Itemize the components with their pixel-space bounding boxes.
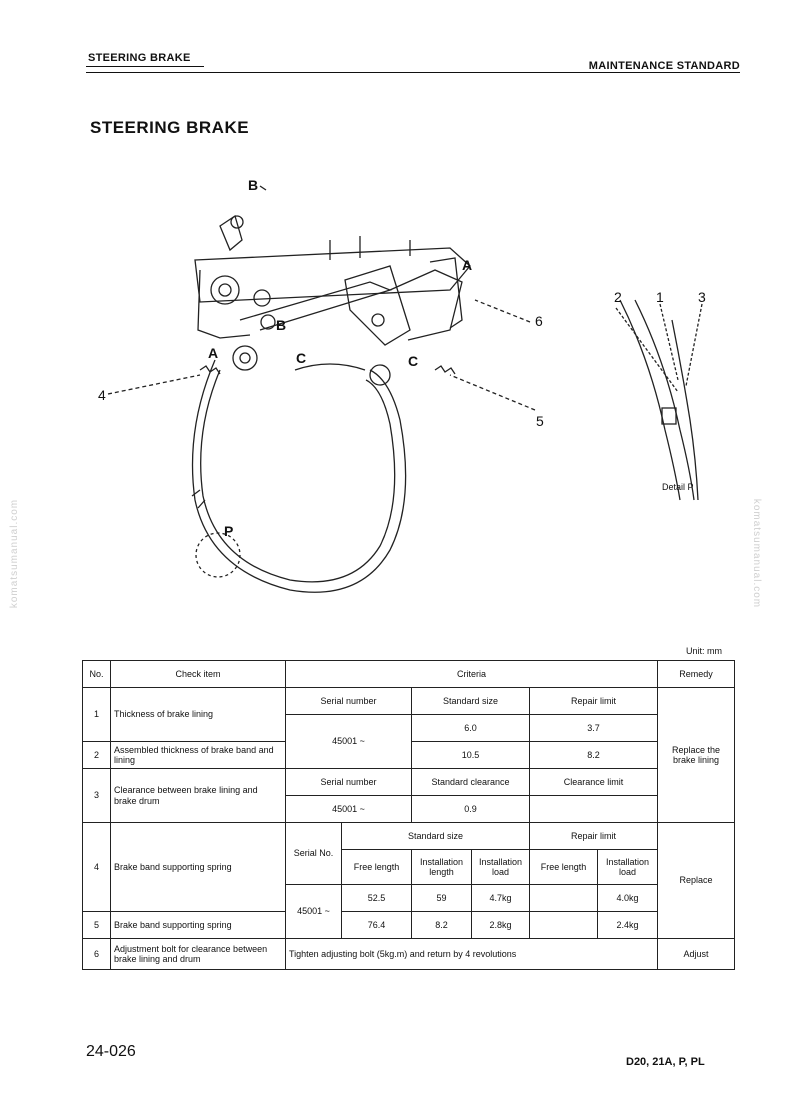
label-6: 6 [535,313,543,329]
pulley-left [210,275,240,305]
label-c-left: C [296,350,306,366]
table-row: 6 Adjustment bolt for clearance between … [82,938,736,970]
bolts [329,236,411,260]
detail-band-inner [634,299,695,501]
label-detail-p: Detail P [662,482,694,492]
detail-p-marker [191,489,206,509]
detail-lining [671,319,699,501]
table-row: 45001 ~ 52.5 59 4.7kg 4.0kg [83,884,735,939]
header-rule [86,72,740,73]
link-rod [239,281,392,331]
header-criteria: Criteria [284,660,659,688]
watermark-left: komatsumanual.com [9,498,21,609]
lever-pin [230,215,244,229]
header-underline [86,66,204,67]
label-a-left: A [208,345,218,361]
band-top-gap-left [294,363,366,371]
unit-label: Unit: mm [686,646,722,656]
header-no: No. [82,660,111,688]
spring-5 [434,365,456,375]
model-list: D20, 21A, P, PL [626,1056,705,1068]
cam-plate [344,265,411,346]
watermark-right: komatsumanual.com [751,498,763,609]
label-4: 4 [98,387,106,403]
leader-6 [474,299,531,323]
label-b-top: B [248,177,258,193]
label-c-right: C [408,353,418,369]
label-detail-1: 1 [656,289,664,305]
brake-band-inner [200,369,396,583]
leader-5 [449,374,536,411]
pulley-mid [253,289,271,307]
header-section-title: STEERING BRAKE [88,52,191,64]
leader-4 [107,374,201,395]
remedy-replace-lining: Replace the brake lining [657,687,736,823]
label-detail-3: 3 [698,289,706,305]
remedy-adjust: Adjust [657,938,736,970]
leader-b [259,185,267,191]
brake-band-outer [191,359,407,593]
label-5: 5 [536,413,544,429]
detail-leaders [615,303,703,393]
table-row: 1 Thickness of brake lining Serial numbe… [82,687,736,823]
upper-bracket [194,247,471,303]
detail-rivet [661,407,677,425]
table-row: 3 Clearance between brake lining and bra… [82,768,735,823]
label-b-mid: B [276,317,286,333]
spring-4 [199,365,221,375]
page-number: 24-026 [86,1043,136,1060]
link-pin-b [260,314,276,330]
label-detail-2: 2 [614,289,622,305]
remedy-replace: Replace [657,822,736,939]
right-linkage [389,269,463,341]
bracket-right-arm [429,257,463,329]
table-row: 45001 ~ 6.0 3.7 [83,714,735,769]
bracket-left-arm [197,269,251,339]
table-header-row: No. Check item Criteria Remedy [82,660,736,688]
pivot-right [369,364,391,386]
steering-brake-diagram: B A 6 B A C C 4 5 P 2 1 3 Detail P [98,177,706,593]
detail-p-circle [195,532,241,578]
page-title: STEERING BRAKE [90,118,250,137]
label-a-right: A [462,257,472,273]
header-remedy: Remedy [657,660,736,688]
maintenance-standard-table: No. Check item Criteria Remedy 1 Thickne… [82,660,736,970]
detail-band-outer [619,299,681,501]
table-row: 4 Brake band supporting spring Serial No… [82,822,736,939]
top-lever [219,214,243,252]
header-check-item: Check item [110,660,286,688]
label-p: P [224,523,233,539]
header-chapter-title: MAINTENANCE STANDARD [588,60,740,72]
pivot-left [232,345,258,371]
